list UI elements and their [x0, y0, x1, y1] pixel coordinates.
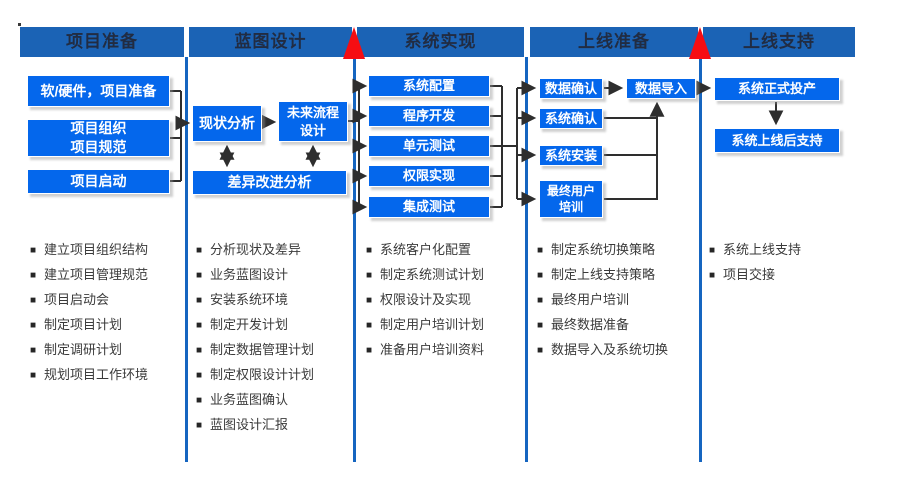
phase-header-golive-prep: 上线准备 — [530, 27, 698, 57]
task-item: 权限设计及实现 — [366, 291, 484, 310]
task-list-project-prep: 建立项目组织结构 建立项目管理规范 项目启动会 制定项目计划 制定调研计划 规划… — [30, 241, 148, 391]
task-item: 制定项目计划 — [30, 316, 148, 335]
task-item: 项目交接 — [709, 266, 801, 285]
box-integration-test: 集成测试 — [368, 196, 490, 218]
task-item: 制定系统切换策略 — [537, 241, 668, 260]
task-item: 业务蓝图确认 — [196, 391, 314, 410]
stray-dot — [18, 23, 21, 26]
box-project-org-rules: 项目组织 项目规范 — [27, 119, 170, 157]
task-item: 项目启动会 — [30, 291, 148, 310]
connector-p3-bracket — [490, 85, 518, 208]
milestone-triangle-icon — [343, 27, 365, 59]
task-item: 业务蓝图设计 — [196, 266, 314, 285]
task-list-blueprint: 分析现状及差异 业务蓝图设计 安装系统环境 制定开发计划 制定数据管理计划 制定… — [196, 241, 314, 441]
task-item: 系统客户化配置 — [366, 241, 484, 260]
box-gap-improvement: 差异改进分析 — [192, 170, 347, 195]
box-future-process: 未来流程设计 — [278, 101, 348, 142]
box-hw-sw-project-prep: 软/硬件，项目准备 — [27, 75, 170, 107]
task-list-golive-support: 系统上线支持 项目交接 — [709, 241, 801, 291]
phase-header-blueprint: 蓝图设计 — [189, 27, 352, 57]
task-item: 安装系统环境 — [196, 291, 314, 310]
task-item: 建立项目组织结构 — [30, 241, 148, 260]
task-item: 建立项目管理规范 — [30, 266, 148, 285]
box-unit-test: 单元测试 — [368, 135, 490, 157]
box-auth-realization: 权限实现 — [368, 165, 490, 187]
phase-divider-3 — [525, 57, 528, 462]
task-item: 数据导入及系统切换 — [537, 341, 668, 360]
task-item: 最终数据准备 — [537, 316, 668, 335]
task-item: 系统上线支持 — [709, 241, 801, 260]
task-item: 制定开发计划 — [196, 316, 314, 335]
task-item: 蓝图设计汇报 — [196, 416, 314, 435]
task-item: 规划项目工作环境 — [30, 366, 148, 385]
task-item: 最终用户培训 — [537, 291, 668, 310]
phase-header-golive-support: 上线支持 — [703, 27, 855, 57]
connector-p2-fan — [348, 86, 360, 207]
box-project-kickoff: 项目启动 — [27, 169, 170, 194]
box-go-live: 系统正式投产 — [714, 77, 840, 101]
connector-p1-bracket — [170, 90, 182, 182]
task-list-realization: 系统客户化配置 制定系统测试计划 权限设计及实现 制定用户培训计划 准备用户培训… — [366, 241, 484, 366]
task-item: 制定调研计划 — [30, 341, 148, 360]
box-data-import: 数据导入 — [626, 78, 696, 99]
task-list-golive-prep: 制定系统切换策略 制定上线支持策略 最终用户培训 最终数据准备 数据导入及系统切… — [537, 241, 668, 366]
phase-divider-1 — [185, 57, 188, 462]
box-postlive-support: 系统上线后支持 — [714, 128, 840, 153]
box-system-install: 系统安装 — [539, 145, 603, 166]
arrow-up-to-data-import — [604, 101, 665, 200]
phase-header-realization: 系统实现 — [357, 27, 524, 57]
task-item: 制定上线支持策略 — [537, 266, 668, 285]
connector-p4-merge — [604, 117, 657, 156]
task-item: 制定系统测试计划 — [366, 266, 484, 285]
task-item: 分析现状及差异 — [196, 241, 314, 260]
task-item: 制定用户培训计划 — [366, 316, 484, 335]
phase-header-project-prep: 项目准备 — [20, 27, 184, 57]
box-program-dev: 程序开发 — [368, 105, 490, 127]
box-data-confirm: 数据确认 — [539, 78, 603, 99]
task-item: 准备用户培训资料 — [366, 341, 484, 360]
box-end-user-training: 最终用户培训 — [539, 180, 603, 218]
box-current-analysis: 现状分析 — [192, 105, 262, 142]
milestone-triangle-icon — [689, 27, 711, 59]
task-item: 制定数据管理计划 — [196, 341, 314, 360]
phase-divider-2 — [353, 57, 356, 462]
phase-divider-4 — [699, 57, 702, 462]
task-item: 制定权限设计计划 — [196, 366, 314, 385]
box-system-config: 系统配置 — [368, 75, 490, 97]
box-system-confirm: 系统确认 — [539, 108, 603, 129]
